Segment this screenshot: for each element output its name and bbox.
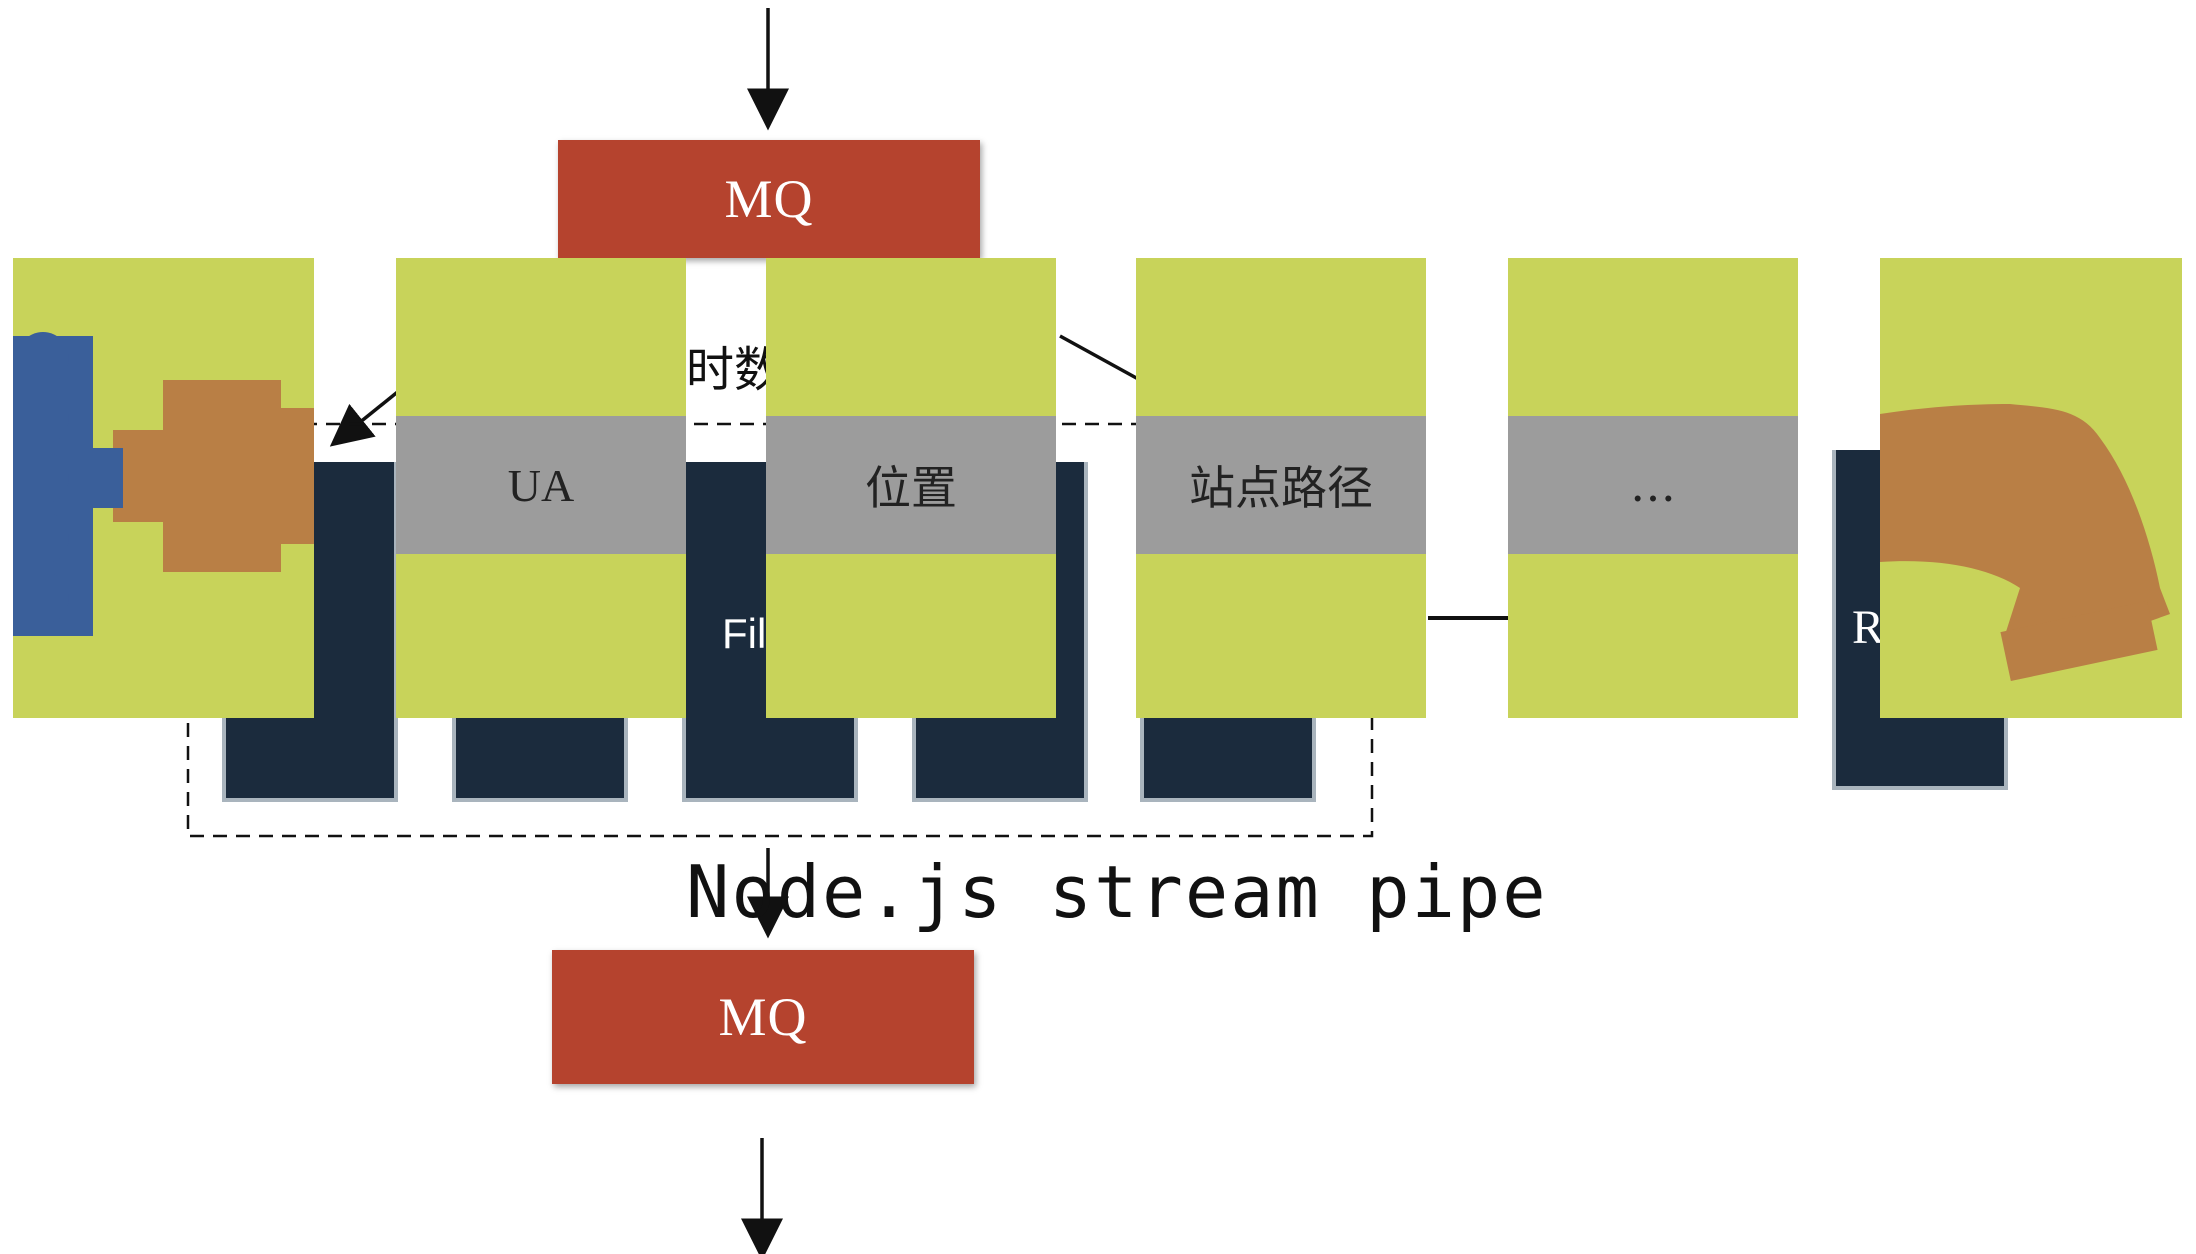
pipe-more: … (1508, 258, 1798, 718)
pipe-location: 位置 (766, 258, 1056, 718)
pipe-ua-band: UA (396, 416, 686, 554)
pipe-location-label: 位置 (865, 461, 957, 515)
filter-box-3-label: Fil (722, 610, 767, 657)
pipe-source (13, 258, 314, 718)
pipe-more-label: … (1630, 458, 1676, 512)
pipe-elbow-icon (1880, 404, 2170, 682)
bottom-mq-label: MQ (718, 987, 808, 1047)
diagonal-left-arrow (329, 388, 402, 447)
dashed-group-outline (186, 422, 1374, 838)
pipe-location-band: 位置 (766, 416, 1056, 554)
filter-box-6-label: R (1852, 601, 1885, 654)
pipe-site-path: 站点路径 (1136, 258, 1426, 718)
top-mq-label: MQ (724, 169, 814, 229)
pipe-site-path-label: 站点路径 (1189, 461, 1373, 515)
diagonal-right-line (1059, 334, 1141, 382)
pipe-site-path-band: 站点路径 (1136, 416, 1426, 554)
pipe-more-band: … (1508, 416, 1798, 554)
top-mq-block: MQ (558, 140, 980, 258)
pipe-ua-label: UA (507, 459, 575, 511)
pipe-outlet (1880, 258, 2182, 718)
water-tap-icon (13, 332, 314, 636)
pipe-ua: UA (396, 258, 686, 718)
bottom-mq-block: MQ (552, 950, 974, 1084)
diagram-caption: Node.js stream pipe (686, 850, 1548, 934)
